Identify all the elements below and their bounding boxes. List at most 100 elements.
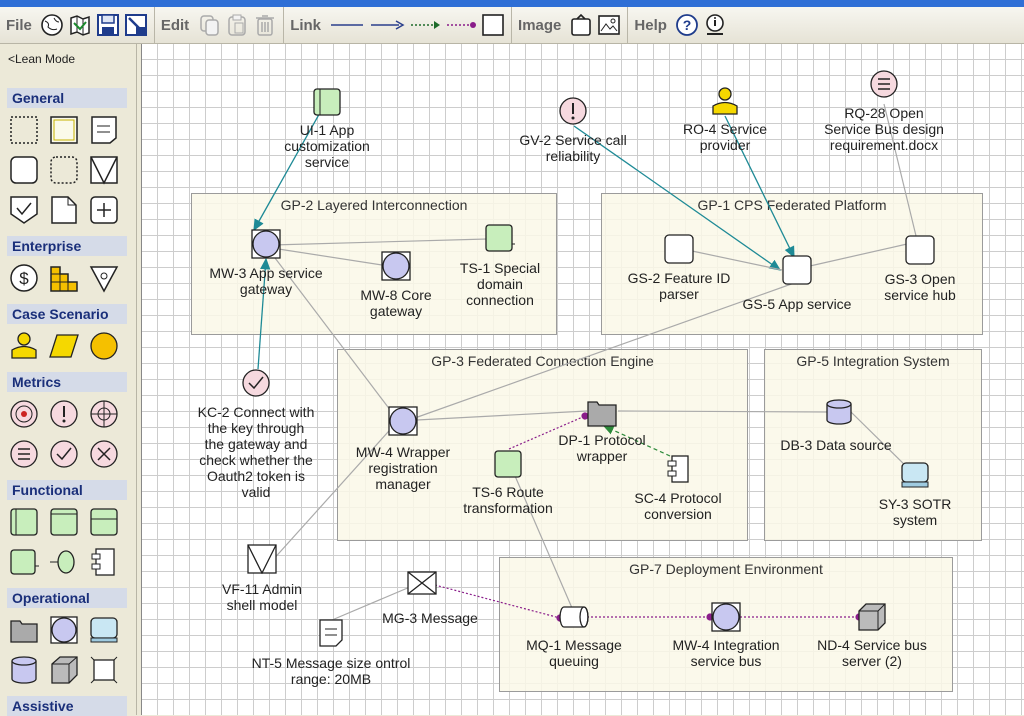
mg3-envelope-icon[interactable]	[407, 571, 437, 595]
circle-shape-icon[interactable]	[88, 330, 122, 364]
plus-box-shape-icon[interactable]	[88, 194, 122, 228]
nd4-cube-icon[interactable]	[857, 602, 887, 632]
component-shape-icon[interactable]	[88, 546, 122, 580]
document-shape-icon[interactable]	[48, 194, 82, 228]
image-menu[interactable]: Image	[518, 16, 562, 34]
dp1-folder-icon[interactable]	[586, 398, 618, 428]
rq28-list-icon[interactable]	[869, 69, 899, 99]
monitor-shape-icon[interactable]	[88, 614, 122, 648]
file-group: File	[0, 7, 155, 43]
check-metric-icon[interactable]	[48, 438, 82, 472]
mw4w-node-icon[interactable]	[388, 406, 418, 436]
ts6-app-icon[interactable]	[494, 450, 522, 478]
gv2-exclamation-icon[interactable]	[558, 96, 588, 126]
arrow-link-icon[interactable]	[368, 12, 406, 38]
palette-section-metrics[interactable]: Metrics	[7, 372, 127, 392]
label-ui1: UI-1 App customization service	[284, 122, 370, 170]
group-title: GP-1 CPS Federated Platform	[697, 197, 887, 213]
grid-blocks-shape-icon[interactable]	[48, 262, 82, 296]
palette-section-general[interactable]: General	[7, 88, 127, 108]
check-shield-shape-icon[interactable]	[8, 194, 42, 228]
parallelogram-shape-icon[interactable]	[48, 330, 82, 364]
rounded-box-shape-icon[interactable]	[8, 154, 42, 188]
mw8-node-icon[interactable]	[381, 251, 411, 281]
target-triangle-shape-icon[interactable]	[88, 262, 122, 296]
database-shape-icon[interactable]	[8, 654, 42, 688]
label-gs5: GS-5 App service	[742, 296, 852, 312]
mq1-queue-icon[interactable]	[559, 605, 589, 629]
palette-section-functional[interactable]: Functional	[7, 480, 127, 500]
exclamation-metric-icon[interactable]	[48, 398, 82, 432]
export-icon[interactable]	[123, 12, 149, 38]
link-group: Link	[284, 7, 513, 43]
palette-section-assistive[interactable]: Assistive	[7, 696, 127, 716]
sy3-monitor-icon[interactable]	[900, 460, 930, 490]
edit-menu[interactable]: Edit	[160, 16, 190, 34]
save-icon[interactable]	[95, 12, 121, 38]
vf11-triangle-box-icon[interactable]	[247, 544, 277, 574]
clipboard-icon[interactable]	[568, 12, 594, 38]
group-box-shape-icon[interactable]	[48, 114, 82, 148]
group-gp3[interactable]: GP-3 Federated Connection Engine	[337, 349, 748, 541]
service-box-shape-icon[interactable]	[48, 506, 82, 540]
ui1-app-icon[interactable]	[313, 88, 341, 116]
paste-icon[interactable]	[224, 12, 250, 38]
mw4i-node-icon[interactable]	[711, 602, 741, 632]
crosshair-metric-icon[interactable]	[88, 398, 122, 432]
ro4-actor-icon[interactable]	[710, 86, 740, 116]
mw3-node-icon[interactable]	[251, 229, 281, 259]
link-mw4w-dp1	[416, 410, 588, 421]
map-icon[interactable]	[67, 12, 93, 38]
db3-database-icon[interactable]	[824, 397, 854, 427]
file-menu[interactable]: File	[6, 16, 32, 34]
line-link-icon[interactable]	[328, 12, 366, 38]
svg-text:?: ?	[683, 17, 692, 33]
picture-icon[interactable]	[596, 12, 622, 38]
delete-icon[interactable]	[252, 12, 278, 38]
list-metric-icon[interactable]	[8, 438, 42, 472]
label-mq1: MQ-1 Message queuing	[526, 637, 622, 669]
folder-shape-icon[interactable]	[8, 614, 42, 648]
label-kc2: KC-2 Connect with the key through the ga…	[197, 404, 315, 500]
node-circle-shape-icon[interactable]	[48, 614, 82, 648]
triangle-box-shape-icon[interactable]	[88, 154, 122, 188]
box-link-icon[interactable]	[480, 12, 506, 38]
copy-icon[interactable]	[196, 12, 222, 38]
gs3-box-icon[interactable]	[905, 235, 935, 265]
dotted-arrow-icon[interactable]	[408, 12, 442, 38]
help-menu[interactable]: Help	[634, 16, 667, 34]
interface-circle-shape-icon[interactable]	[48, 546, 82, 580]
link-menu[interactable]: Link	[290, 16, 322, 34]
cube-shape-icon[interactable]	[48, 654, 82, 688]
sc4-component-icon[interactable]	[665, 454, 691, 484]
link-gs2-gs5	[691, 250, 783, 271]
palette-section-enterprise[interactable]: Enterprise	[7, 236, 127, 256]
help-icon[interactable]: ?	[674, 12, 700, 38]
label-gv2: GV-2 Service call reliability	[519, 132, 627, 164]
gs5-box-icon[interactable]	[782, 255, 812, 285]
lean-mode-toggle[interactable]: <Lean Mode	[8, 52, 76, 66]
palette-section-case-scenario[interactable]: Case Scenario	[7, 304, 127, 324]
dashed-rounded-shape-icon[interactable]	[48, 154, 82, 188]
gs2-box-icon[interactable]	[664, 234, 694, 264]
actor-shape-icon[interactable]	[8, 330, 42, 364]
tagged-box-shape-icon[interactable]	[8, 546, 42, 580]
ts1-tagged-box-icon[interactable]	[485, 224, 515, 254]
link-mw3-ts1	[271, 238, 488, 246]
panel-box-shape-icon[interactable]	[88, 506, 122, 540]
cross-metric-icon[interactable]	[88, 438, 122, 472]
dotted-dot-link-icon[interactable]	[444, 12, 478, 38]
dollar-shape-icon[interactable]: $	[8, 262, 42, 296]
note-shape-icon[interactable]	[88, 114, 122, 148]
diagram-canvas[interactable]: GP-2 Layered Interconnection GP-1 CPS Fe…	[141, 44, 1024, 715]
dashed-box-shape-icon[interactable]	[8, 114, 42, 148]
frame-shape-icon[interactable]	[88, 654, 122, 688]
globe-icon[interactable]	[39, 12, 65, 38]
app-window-shape-icon[interactable]	[8, 506, 42, 540]
target-metric-icon[interactable]	[8, 398, 42, 432]
info-icon[interactable]	[702, 12, 728, 38]
group-gp5[interactable]: GP-5 Integration System	[764, 349, 982, 541]
palette-section-operational[interactable]: Operational	[7, 588, 127, 608]
kc2-check-icon[interactable]	[241, 368, 271, 398]
nt5-note-icon[interactable]	[318, 618, 344, 648]
